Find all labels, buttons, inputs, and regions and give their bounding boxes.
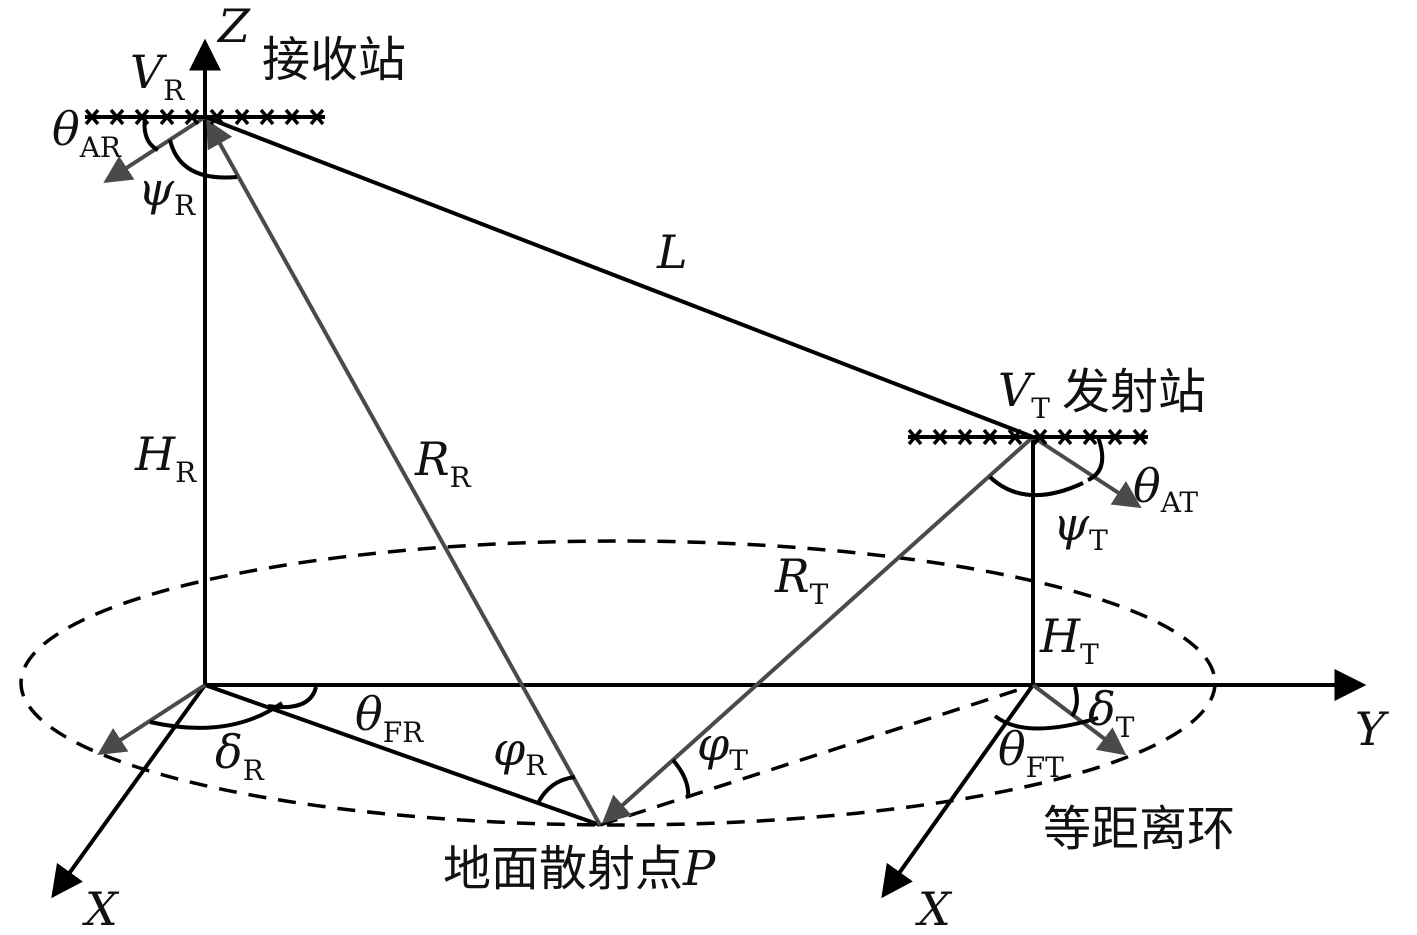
- arc-theta-FT: [993, 714, 1099, 731]
- ray-RT: [601, 435, 1035, 824]
- label-HR: HR: [134, 427, 197, 489]
- label-varphi-R: φR: [493, 722, 547, 782]
- arc-varphi-R: [536, 775, 576, 804]
- transmitter-antenna-array: [907, 428, 1148, 446]
- label-L: L: [656, 225, 688, 279]
- receiver-station-label: 接收站: [262, 32, 406, 88]
- label-varphi-T: φT: [697, 717, 748, 777]
- label-VT: VT: [998, 363, 1050, 425]
- arc-varphi-T: [671, 758, 691, 799]
- label-delta-T: δT: [1088, 682, 1135, 744]
- receiver-ground-arrow: [97, 683, 207, 756]
- label-HT: HT: [1039, 609, 1099, 671]
- x-axis-left: [51, 683, 207, 899]
- arc-psi-T: [988, 475, 1084, 498]
- label-theta-FT: θFT: [998, 722, 1064, 784]
- iso-range-ring-label: 等距离环: [1043, 801, 1235, 857]
- arc-delta-T: [1070, 686, 1079, 718]
- baseline-L: [204, 115, 1034, 439]
- label-theta-FR: θFR: [355, 687, 424, 749]
- y-axis-label: Y: [1355, 702, 1390, 756]
- label-theta-AR: θAR: [52, 102, 122, 164]
- label-psi-T: ψT: [1053, 497, 1108, 557]
- z-axis-label: Z: [216, 0, 251, 53]
- arc-theta-AT: [1087, 436, 1105, 482]
- label-RR: RR: [414, 432, 472, 494]
- receiver-antenna-array: [84, 108, 325, 126]
- arc-theta-FR: [267, 686, 318, 710]
- label-VR: VR: [130, 45, 185, 107]
- x-axis-left-label: X: [82, 882, 120, 935]
- transmitter-ground-line: [599, 683, 1034, 827]
- transmitter-ground-arrow: [1031, 683, 1127, 756]
- arc-delta-R: [149, 701, 284, 730]
- scatter-point-label: 地面散射点P: [443, 841, 716, 897]
- label-psi-R: ψR: [138, 162, 196, 222]
- label-RT: RT: [774, 549, 829, 611]
- x-axis-right-label: X: [915, 882, 953, 935]
- label-delta-R: δR: [215, 725, 265, 787]
- transmitter-station-label: 发射站: [1062, 364, 1206, 420]
- label-theta-AT: θAT: [1133, 459, 1198, 519]
- arc-theta-AR: [142, 116, 160, 152]
- ray-RR: [206, 119, 602, 826]
- x-axis-right: [881, 683, 1035, 899]
- arc-psi-R: [168, 139, 238, 180]
- transmitter-velocity-arrow: [1031, 435, 1142, 509]
